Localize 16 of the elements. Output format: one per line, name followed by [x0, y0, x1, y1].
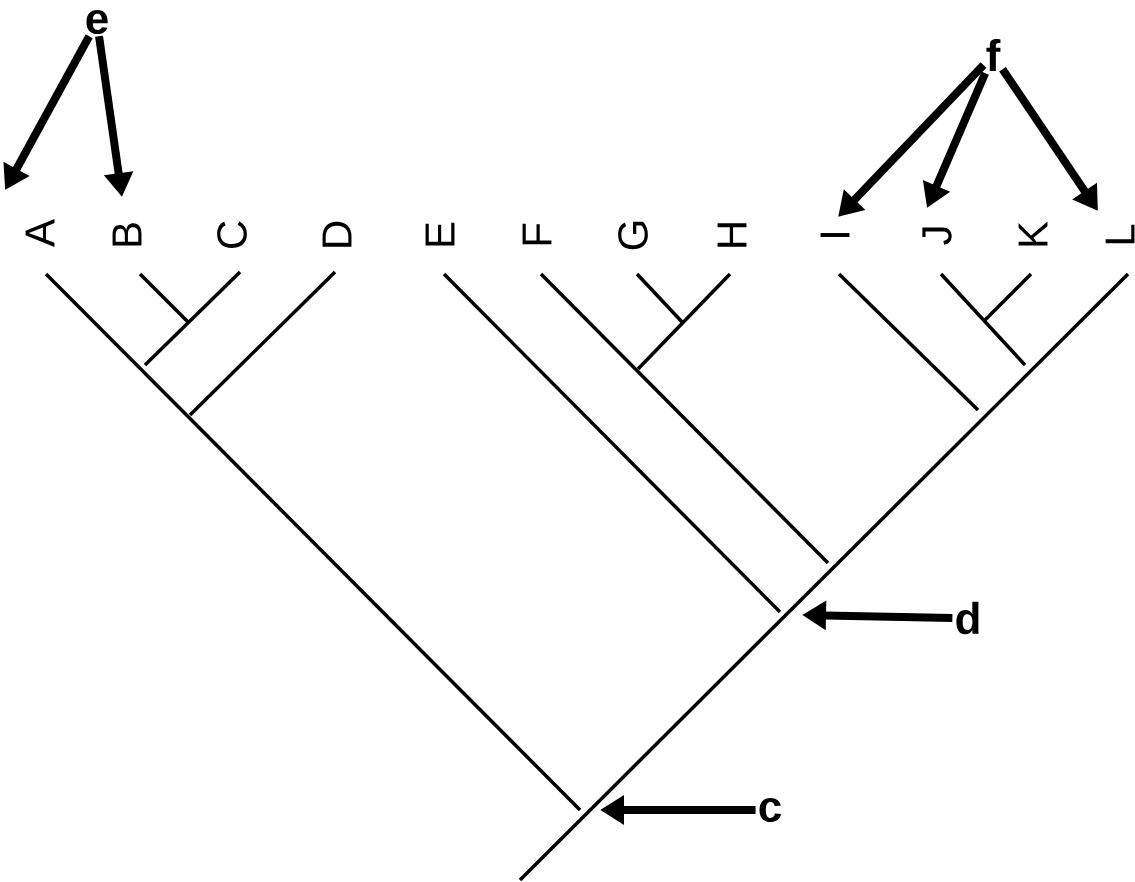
- taxon-label: E: [425, 222, 455, 246]
- taxon-label: F: [522, 223, 552, 245]
- taxon-label: H: [717, 223, 747, 247]
- pointer-label: c: [759, 797, 781, 823]
- taxon-label: G: [618, 221, 648, 250]
- taxon-label: D: [322, 221, 352, 247]
- pointer-label: d: [956, 601, 979, 635]
- taxon-label: J: [922, 227, 952, 245]
- taxon-label: K: [1018, 221, 1048, 246]
- taxon-label: C: [217, 221, 247, 249]
- pointer-label: f: [986, 39, 1001, 71]
- pointer-label: e: [86, 9, 108, 35]
- taxon-label: I: [820, 233, 850, 237]
- taxon-label: A: [25, 219, 55, 247]
- taxon-label: L: [1105, 224, 1135, 244]
- taxon-label: B: [112, 223, 142, 246]
